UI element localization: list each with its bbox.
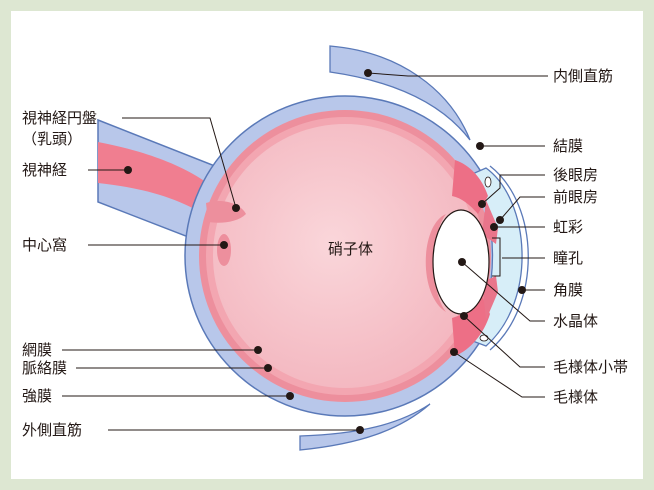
label-sclera: 強膜	[22, 387, 52, 405]
dot-fovea	[220, 241, 228, 249]
label-iris: 虹彩	[553, 218, 583, 236]
label-choroid: 脈絡膜	[22, 359, 67, 377]
dot-zonule	[460, 312, 468, 320]
label-cornea: 角膜	[553, 281, 583, 299]
dot-ciliary	[450, 348, 458, 356]
posterior-chamber-mark	[485, 177, 491, 187]
label-optic-disc-sub: （乳頭）	[22, 130, 82, 148]
zonule-mark	[480, 335, 488, 341]
label-pupil: 瞳孔	[553, 249, 583, 267]
dot-lens	[458, 258, 466, 266]
dot-cornea	[518, 286, 526, 294]
label-optic-nerve: 視神経	[22, 161, 67, 179]
label-posterior-chamber: 後眼房	[553, 166, 598, 184]
dot-anterior-chamber	[496, 216, 504, 224]
dot-optic-nerve	[124, 166, 132, 174]
dot-lateral-rectus	[356, 426, 364, 434]
dot-optic-disc	[232, 204, 240, 212]
label-zonule: 毛様体小帯	[553, 358, 628, 376]
dot-retina	[254, 346, 262, 354]
label-medial-rectus: 内側直筋	[553, 67, 613, 85]
label-retina: 網膜	[22, 341, 52, 359]
label-anterior-chamber: 前眼房	[553, 188, 598, 206]
label-lens: 水晶体	[553, 312, 598, 330]
dot-iris	[490, 223, 498, 231]
dot-choroid	[264, 364, 272, 372]
label-ciliary-body: 毛様体	[553, 388, 598, 406]
dot-medial-rectus	[364, 69, 372, 77]
dot-sclera	[286, 392, 294, 400]
dot-conjunctiva	[476, 142, 484, 150]
dot-posterior-chamber	[478, 200, 486, 208]
label-lateral-rectus: 外側直筋	[22, 421, 82, 439]
label-fovea: 中心窩	[22, 236, 67, 254]
label-conjunctiva: 結膜	[553, 137, 583, 155]
label-optic-disc: 視神経円盤	[22, 109, 97, 127]
fovea-shape	[217, 234, 231, 266]
label-vitreous: 硝子体	[328, 240, 373, 258]
